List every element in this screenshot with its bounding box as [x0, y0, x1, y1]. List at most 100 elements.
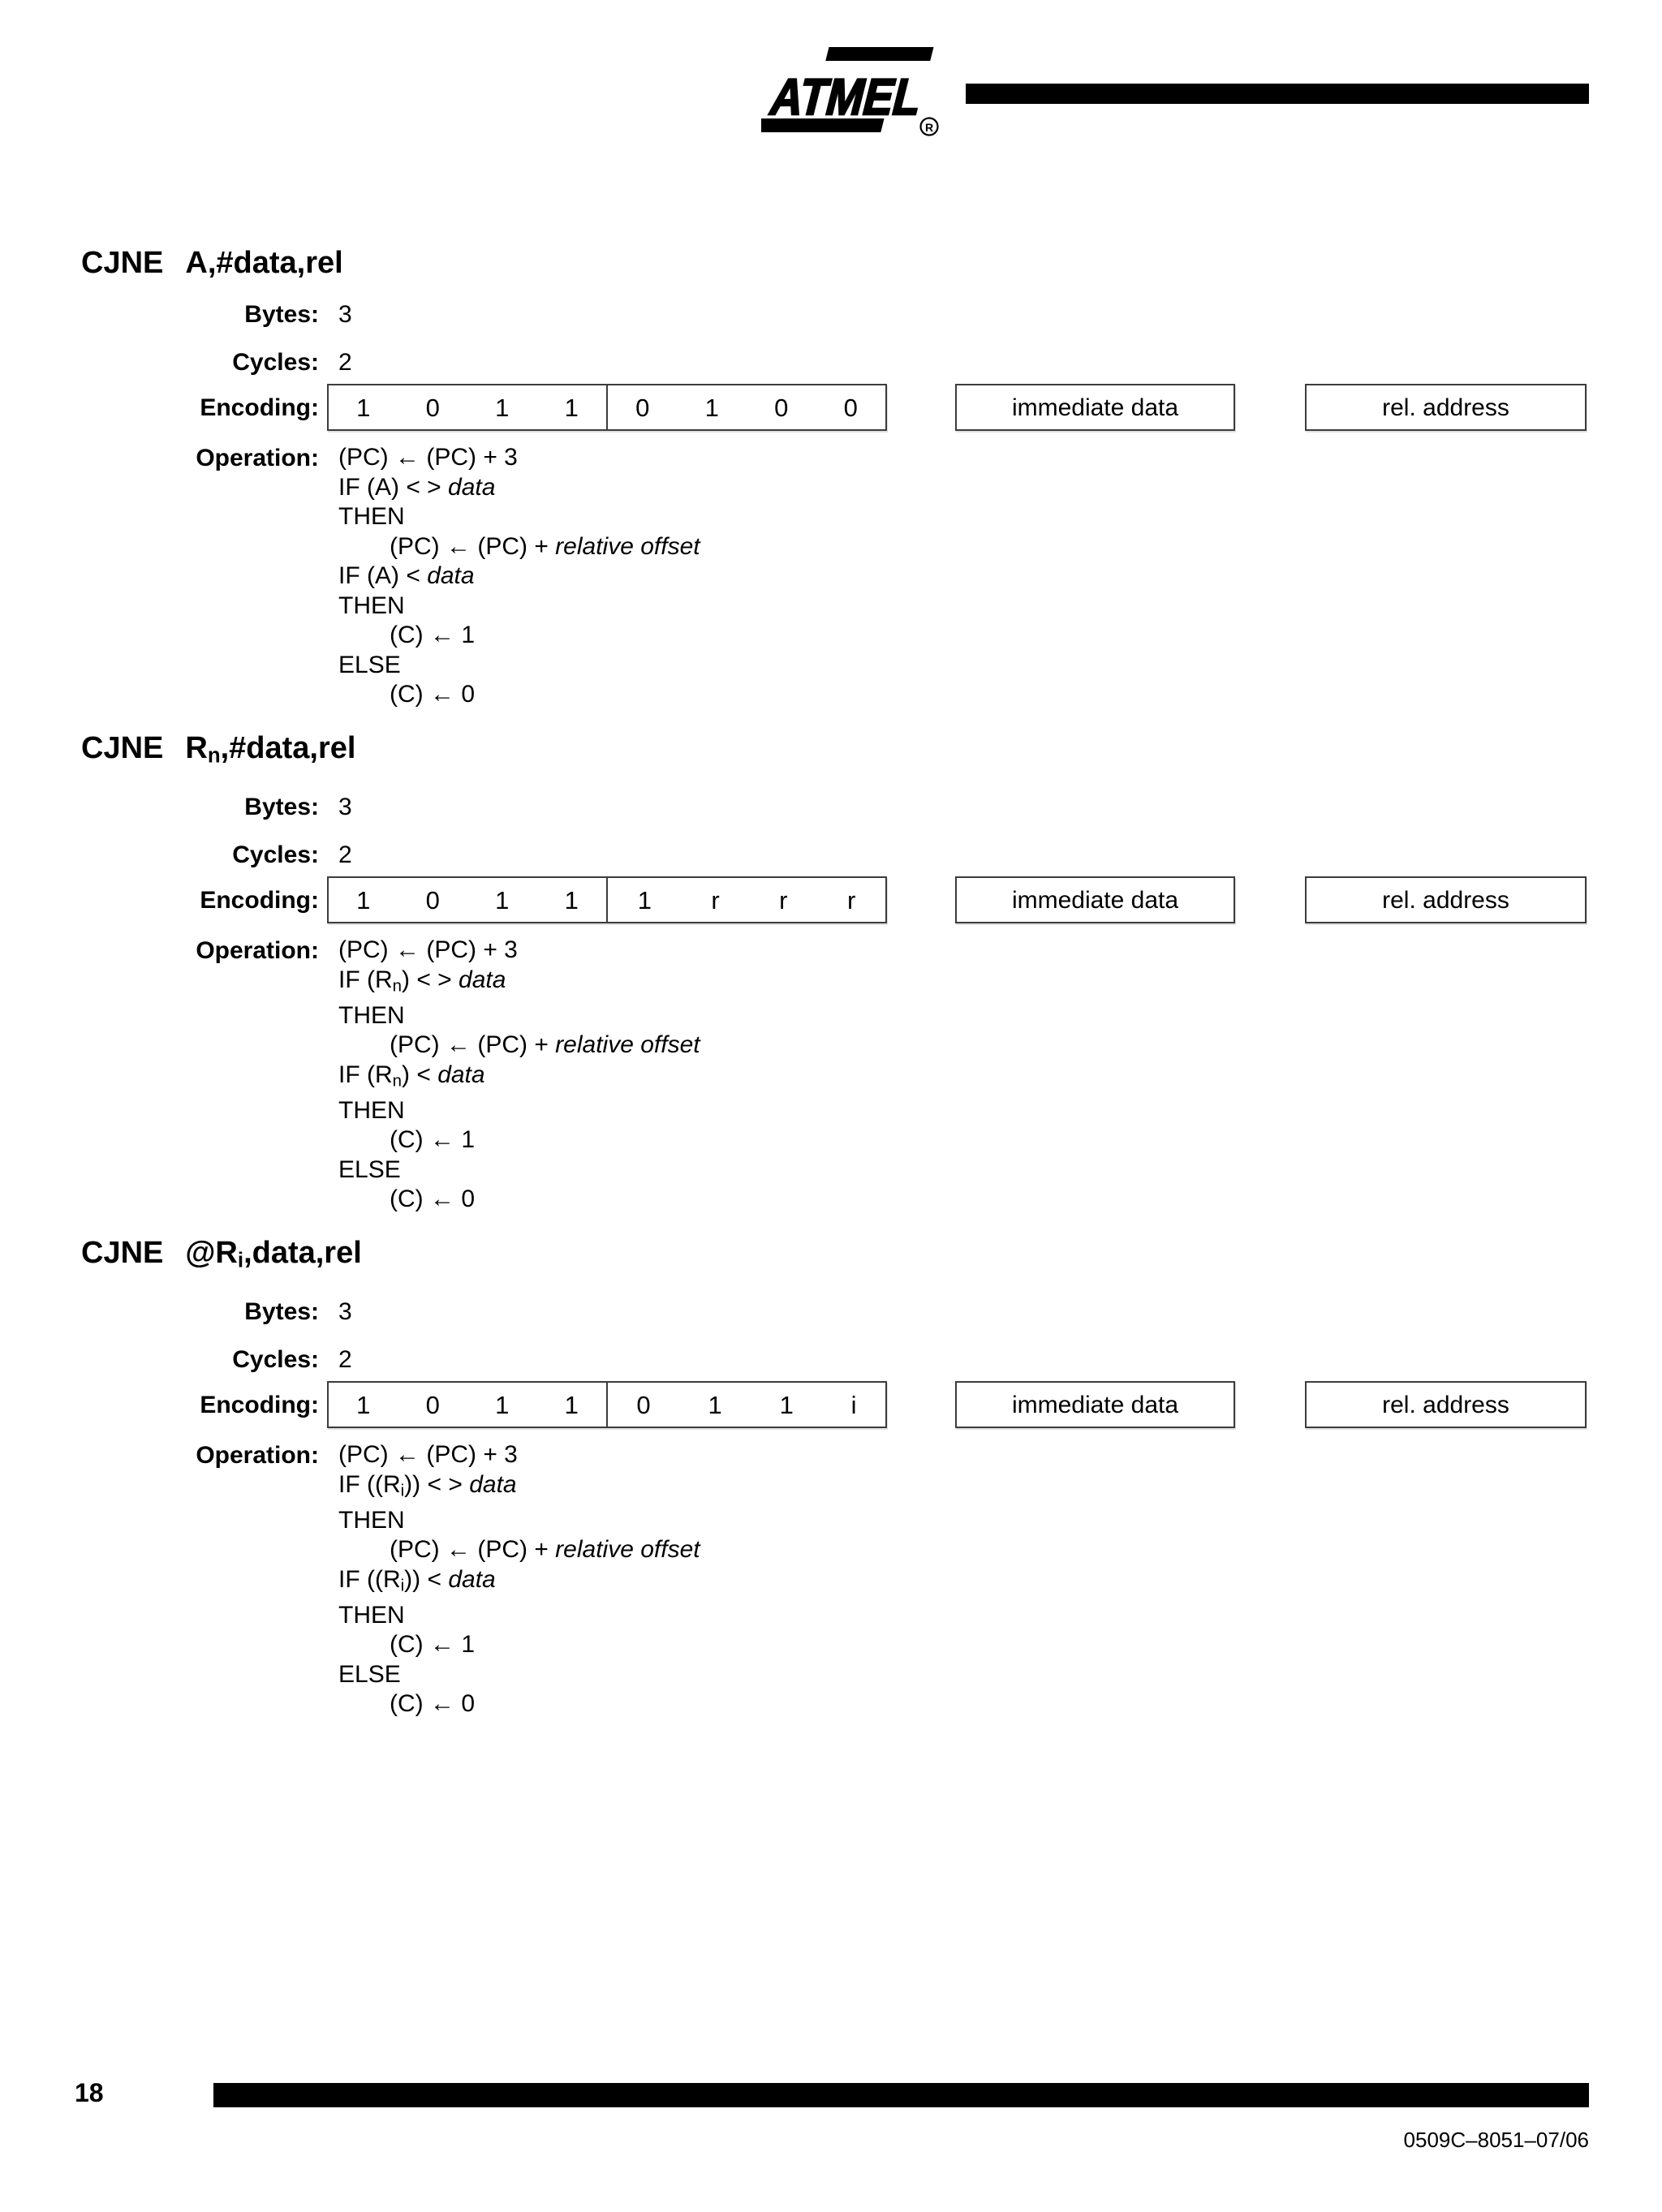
atmel-logo-graphic: ATMEL R: [756, 47, 939, 136]
instruction-operands: A,#data,rel: [185, 246, 342, 280]
text-segment: ,#data,rel: [220, 730, 356, 765]
text-segment: IF (A) <: [338, 562, 428, 589]
encoding-bit: 1: [495, 885, 510, 914]
instruction-operands: @Ri,data,rel: [185, 1235, 362, 1272]
text-segment: relative offset: [555, 1536, 700, 1564]
instruction-title: CJNE@Ri,data,rel: [81, 1235, 1599, 1279]
text-segment: (PC) ← (PC) +: [390, 1031, 556, 1059]
operation-line: (PC) ← (PC) + relative offset: [338, 532, 1599, 562]
instruction-mnemonic: CJNE: [81, 730, 164, 765]
text-segment: n: [207, 744, 221, 768]
text-segment: (C) ← 0: [390, 1690, 475, 1718]
text-segment: i: [400, 1577, 405, 1595]
encoding-bit: i: [850, 1390, 857, 1419]
bytes-label: Bytes:: [244, 794, 319, 821]
rel-address-box: rel. address: [1305, 876, 1587, 924]
encoding-bit: 1: [637, 885, 652, 914]
text-segment: (PC) ← (PC) + 3: [338, 936, 518, 964]
operation-line: THEN: [338, 592, 1599, 622]
text-segment: THEN: [338, 1096, 405, 1124]
text-segment: (C) ← 1: [390, 1631, 475, 1659]
operation-line: ELSE: [338, 651, 1599, 681]
text-segment: data: [448, 473, 496, 501]
operation-line: (PC) ← (PC) + 3: [338, 1440, 1599, 1470]
encoding-bit: 1: [708, 1390, 722, 1419]
operation-line: (PC) ← (PC) + relative offset: [338, 1535, 1599, 1565]
encoding-bit-group: 1 0 1 1: [329, 878, 606, 922]
encoding-bit: 1: [495, 393, 510, 422]
immediate-data-box: immediate data: [955, 384, 1235, 431]
encoding-bit: 1: [356, 885, 371, 914]
encoding-bit: r: [711, 885, 720, 914]
operation-line: IF (Rn) < > data: [338, 966, 1599, 1001]
text-segment: data: [427, 562, 475, 589]
text-segment: i: [237, 1249, 244, 1272]
text-segment: (C) ← 0: [390, 681, 475, 708]
immediate-data-box: immediate data: [955, 876, 1235, 924]
encoding-bit: 0: [425, 885, 440, 914]
bytes-row: Bytes: 3: [81, 299, 1599, 329]
text-segment: data: [469, 1470, 517, 1498]
immediate-data-box: immediate data: [955, 1381, 1235, 1429]
text-segment: ,data,rel: [243, 1235, 362, 1270]
encoding-bit: 1: [495, 1390, 510, 1419]
text-segment: ELSE: [338, 1155, 401, 1183]
encoding-bit: 1: [564, 393, 579, 422]
encoding-bit: 1: [779, 1390, 794, 1419]
cycles-row: Cycles: 2: [81, 347, 1599, 377]
encoding-bit: 1: [356, 1390, 371, 1419]
footer-rule-bar: [213, 2083, 1589, 2107]
text-segment: data: [437, 1061, 485, 1088]
encoding-bit: r: [779, 885, 788, 914]
text-segment: R: [185, 730, 208, 765]
text-segment: relative offset: [555, 1031, 700, 1059]
operation-line: ELSE: [338, 1155, 1599, 1186]
bytes-label: Bytes:: [244, 1298, 319, 1326]
encoding-label: Encoding:: [200, 394, 319, 421]
encoding-bit: 0: [774, 393, 789, 422]
text-segment: )) <: [404, 1565, 449, 1593]
text-segment: (C) ← 1: [390, 1126, 475, 1154]
cycles-row: Cycles: 2: [81, 840, 1599, 870]
operation-line: (C) ← 1: [338, 1125, 1599, 1155]
text-segment: ELSE: [338, 651, 401, 678]
text-segment: )) < >: [404, 1470, 470, 1498]
encoding-bit: 0: [425, 1390, 440, 1419]
encoding-label: Encoding:: [200, 886, 319, 914]
text-segment: (PC) ← (PC) +: [390, 1536, 556, 1564]
instruction-title: CJNE Rn,#data,rel: [81, 730, 1599, 774]
encoding-bit-group: 1 r r r: [606, 878, 885, 923]
operation-line: (C) ← 1: [338, 621, 1599, 651]
encoding-bit: 1: [564, 885, 579, 914]
encoding-bit: r: [846, 885, 856, 914]
text-segment: (PC) ← (PC) + 3: [338, 1441, 518, 1469]
bytes-value: 3: [338, 1298, 352, 1326]
encoding-boxes: 1 0 1 1 1 r r r immediate data rel. address: [327, 876, 1599, 924]
operation-line: THEN: [338, 502, 1599, 532]
page-number: 18: [75, 2078, 104, 2107]
text-segment: IF (R: [338, 1061, 393, 1088]
operation-line: IF (A) < data: [338, 562, 1599, 592]
text-segment: data: [448, 1565, 496, 1593]
encoding-bit: 0: [635, 393, 650, 422]
text-segment: THEN: [338, 1601, 405, 1629]
text-segment: IF (R: [338, 966, 393, 993]
svg-text:R: R: [925, 121, 933, 134]
operation-line: (C) ← 1: [338, 1630, 1599, 1660]
operation-line: (C) ← 0: [338, 1185, 1599, 1215]
text-segment: IF ((R: [338, 1470, 401, 1498]
cycles-label: Cycles:: [232, 841, 319, 869]
